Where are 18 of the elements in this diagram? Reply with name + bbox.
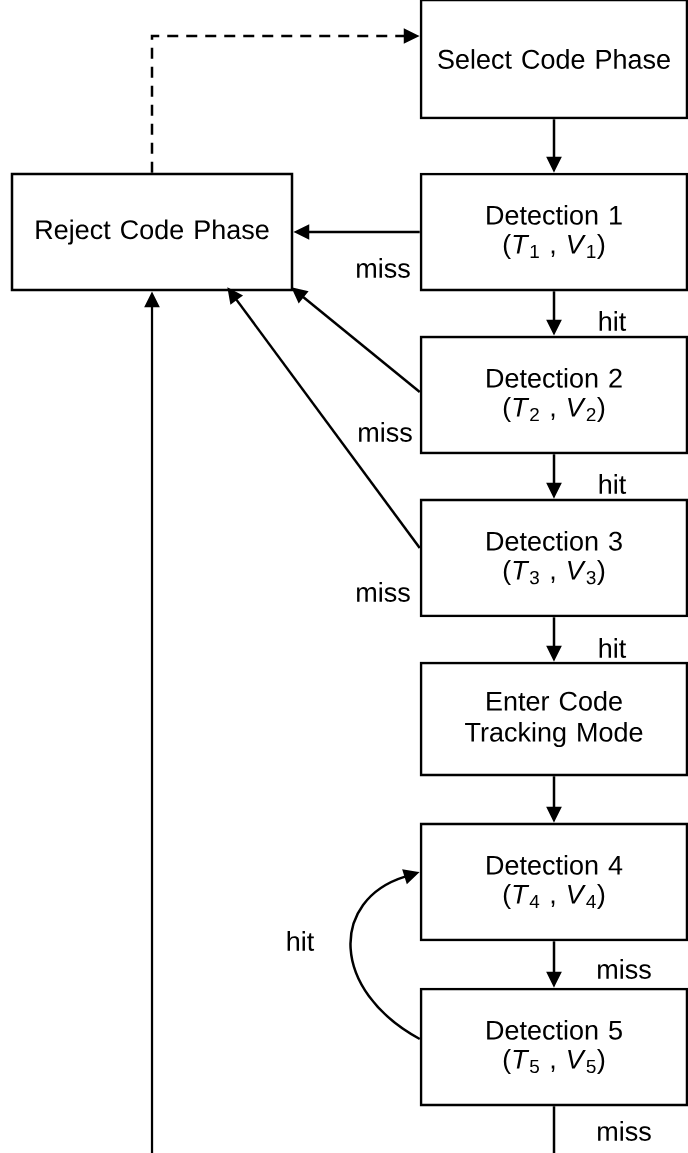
- edge-label: hit: [284, 930, 316, 952]
- edge-label: miss: [356, 421, 414, 443]
- process-box: Detection 5 (T$_{5}$ , V$_{5}$): [419, 987, 688, 1107]
- process-box: Detection 4 (T$_{4}$ , V$_{4}$): [419, 822, 688, 942]
- process-box: Detection 3 (T$_{3}$ , V$_{3}$): [419, 498, 688, 618]
- edge-label: hit: [596, 310, 628, 332]
- edge-label: hit: [596, 473, 628, 495]
- edge-label: miss: [595, 1120, 653, 1142]
- process-box: Enter Code Tracking Mode: [419, 661, 688, 777]
- process-box: Detection 1 (T$_{1}$ , V$_{1}$): [419, 172, 688, 292]
- edge-label: miss: [595, 958, 653, 980]
- edge-label: miss: [354, 581, 412, 603]
- edge-label: miss: [354, 257, 412, 279]
- edge-label: hit: [596, 637, 628, 659]
- process-box: Detection 2 (T$_{2}$ , V$_{2}$): [419, 335, 688, 455]
- process-box: Reject Code Phase: [10, 172, 294, 292]
- arrow: [349, 869, 421, 1041]
- process-box: Select Code Phase: [419, 0, 688, 120]
